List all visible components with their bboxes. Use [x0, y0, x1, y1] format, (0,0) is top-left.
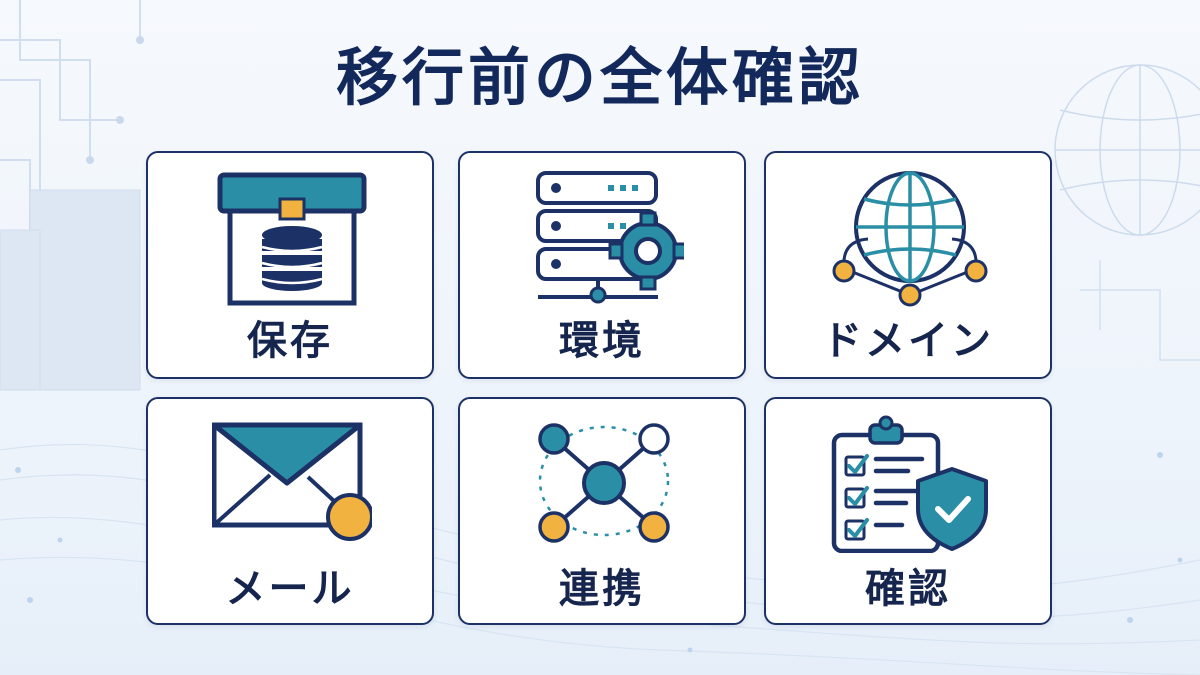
server-gear-icon	[536, 171, 684, 304]
card-label: 連携	[559, 566, 645, 612]
card-label: 環境	[559, 318, 645, 364]
globe-network-icon	[832, 171, 988, 307]
card-integration: 連携	[458, 397, 746, 625]
card-domain: ドメイン	[764, 151, 1052, 379]
card-label: 保存	[247, 318, 333, 364]
card-storage: 保存	[146, 151, 434, 379]
mail-envelope-icon	[212, 422, 372, 541]
network-nodes-icon	[538, 423, 670, 543]
card-label: メール	[225, 566, 355, 612]
page-title: 移行前の全体確認	[335, 41, 864, 114]
checklist-shield-icon	[831, 415, 988, 553]
database-box-icon	[217, 172, 367, 306]
card-label: ドメイン	[822, 318, 994, 364]
card-environment: 環境	[458, 151, 746, 379]
card-label: 確認	[865, 566, 951, 612]
card-mail: メール	[146, 397, 434, 625]
card-check: 確認	[764, 397, 1052, 625]
